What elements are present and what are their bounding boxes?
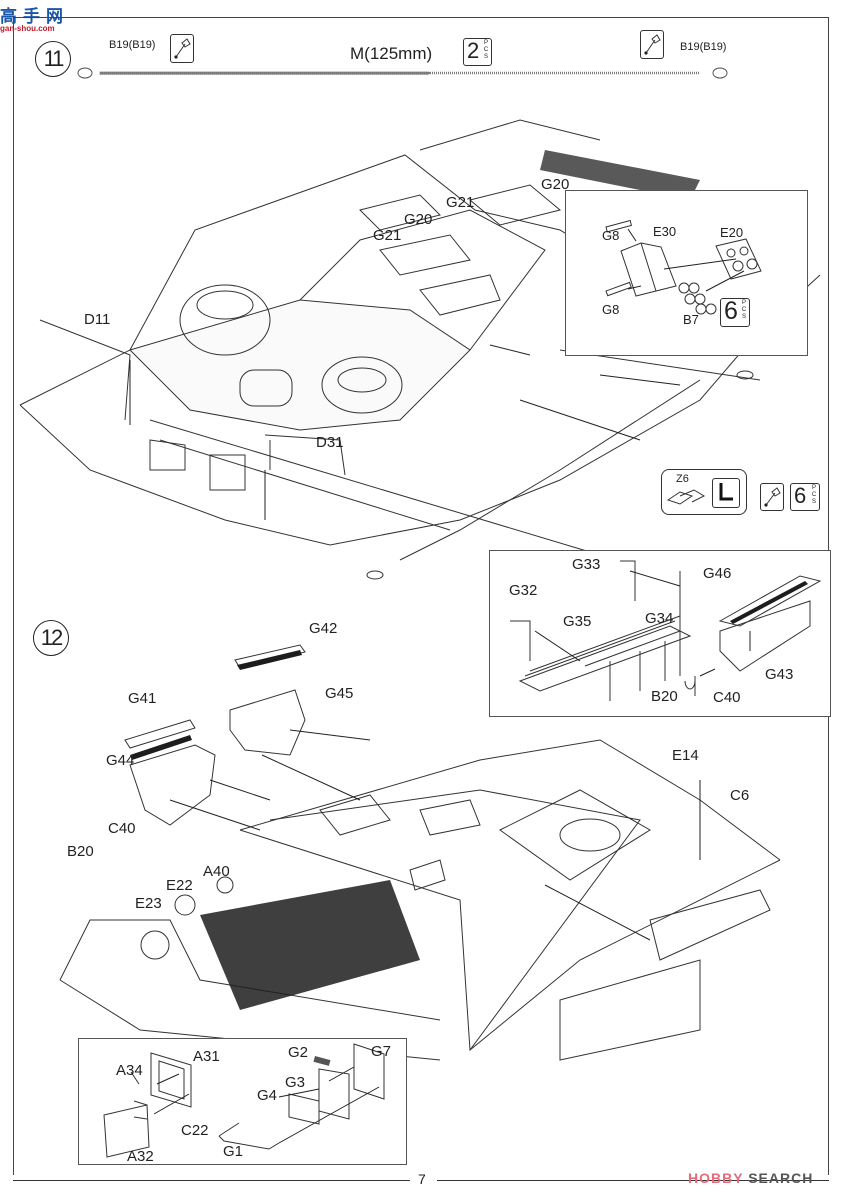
inset-label-g2: G2	[288, 1044, 309, 1061]
inset-label-c40: C40	[713, 689, 741, 706]
decal-sheet-icon	[666, 489, 706, 505]
glue-brush-icon	[760, 483, 784, 511]
inset-label-g1: G1	[223, 1143, 244, 1160]
inset-label-g35: G35	[563, 613, 592, 630]
hobby-search-watermark: HOBBY SEARCH	[688, 1170, 813, 1186]
inset-label-g33: G33	[572, 556, 601, 573]
part-label-e23: E23	[135, 895, 162, 912]
site-watermark-logo: 高手网 gan-shou.com	[0, 2, 70, 33]
part-label-g21: G21	[446, 194, 475, 211]
part-label-e14: E14	[672, 747, 699, 764]
inset-label-a31: A31	[193, 1048, 220, 1065]
watermark-url: gan-shou.com	[0, 24, 55, 33]
brand-search: SEARCH	[743, 1170, 814, 1186]
part-label-g20: G20	[541, 176, 570, 193]
part-label-d11: D11	[84, 311, 111, 328]
inset-label-a32: A32	[127, 1148, 154, 1165]
footer-rule-right	[437, 1180, 829, 1181]
step-12-inset-rack-box	[489, 550, 831, 717]
part-label-g21: G21	[373, 227, 402, 244]
inset-label-g46: G46	[703, 565, 732, 582]
brand-hobby: HOBBY	[688, 1170, 744, 1186]
page-number: 7	[418, 1171, 426, 1187]
inset-label-c22: C22	[181, 1122, 209, 1139]
inset-label-g34: G34	[645, 610, 674, 627]
inset-label-g8-top: G8	[602, 228, 620, 243]
tools-quantity: 6	[794, 483, 807, 508]
inset-hatch-drawing	[103, 1043, 385, 1158]
glue-brush-icon	[640, 30, 664, 59]
decal-tool-group: Z6	[661, 469, 747, 515]
inset-label-g3: G3	[285, 1074, 306, 1091]
part-label-d31: D31	[316, 434, 344, 451]
part-label-c6: C6	[730, 787, 750, 804]
part-label-a40: A40	[203, 863, 230, 880]
inset-label-e30: E30	[653, 224, 677, 239]
step-12-inset-hatch-box	[78, 1038, 407, 1165]
step-11-hull-drawing	[19, 119, 821, 580]
glue-brush-icon	[170, 34, 194, 63]
footer-rule-left	[13, 1180, 410, 1181]
inset-label-b7: B7	[683, 312, 699, 327]
part-label-g44: G44	[106, 752, 135, 769]
decal-label: Z6	[676, 473, 689, 485]
step-12-number: 12	[33, 620, 69, 656]
inset-label-a34: A34	[116, 1062, 143, 1079]
watermark-text: 高手网	[0, 7, 69, 26]
cable-length-label: M(125mm)	[350, 44, 433, 63]
tow-cable-drawing	[77, 67, 728, 79]
inset-label-g43: G43	[765, 666, 794, 683]
step-11-number: 11	[35, 41, 71, 77]
inset-quantity: 6	[724, 297, 738, 325]
part-label-c40: C40	[108, 820, 136, 837]
inset-periscope-drawing	[605, 219, 762, 315]
inset-label-g4: G4	[257, 1087, 278, 1104]
inset-rack-and-box-drawing	[510, 560, 822, 701]
part-label-g45: G45	[325, 685, 354, 702]
inset-label-g32: G32	[509, 582, 538, 599]
part-label-g20: G20	[404, 211, 433, 228]
part-label-g42: G42	[309, 620, 338, 637]
inset-label-g8-bottom: G8	[602, 302, 620, 317]
step-11-inset-box	[565, 190, 808, 356]
cable-left-part: B19(B19)	[109, 39, 156, 51]
inset-label-g7: G7	[371, 1043, 392, 1060]
cable-quantity: 2	[467, 38, 480, 63]
part-label-g41: G41	[128, 690, 157, 707]
part-label-b20: B20	[67, 843, 94, 860]
part-label-e22: E22	[166, 877, 193, 894]
cable-right-part: B19(B19)	[680, 41, 727, 53]
cut-tool-icon	[712, 478, 740, 508]
inset-label-b20: B20	[651, 688, 678, 705]
inset-label-e20: E20	[720, 225, 744, 240]
